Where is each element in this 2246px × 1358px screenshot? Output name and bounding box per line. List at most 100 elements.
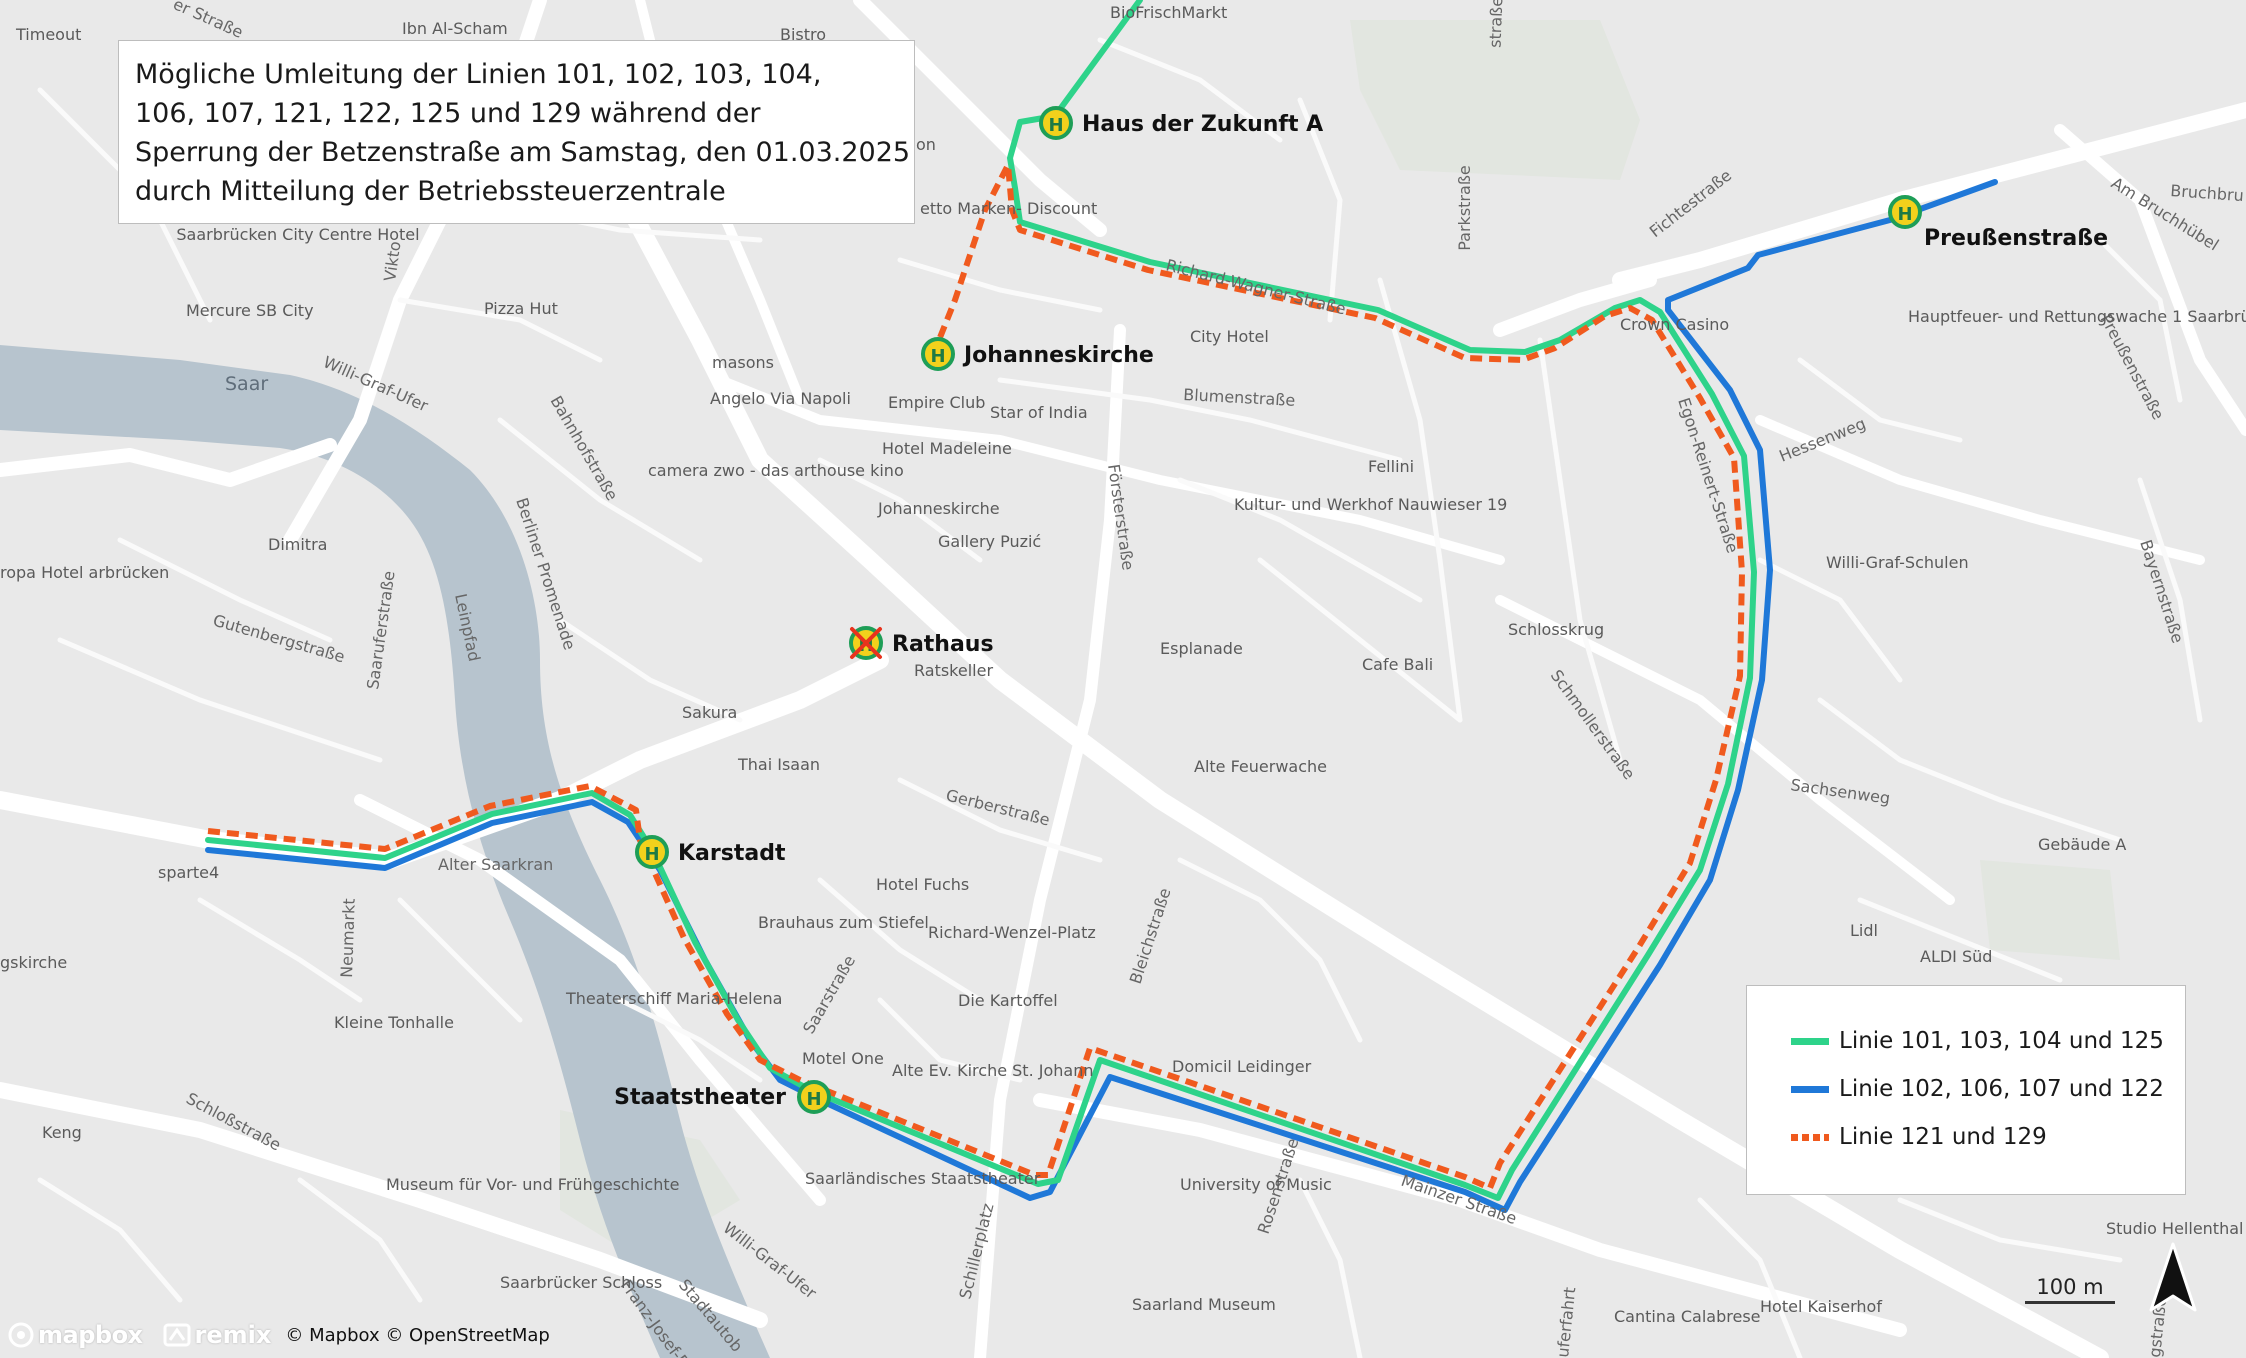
stop-staatstheater[interactable]: H Staatstheater — [614, 1080, 831, 1114]
poi-label: masons — [712, 353, 774, 372]
stop-label-karstadt: Karstadt — [678, 841, 786, 866]
legend-label-green: Linie 101, 103, 104 und 125 — [1839, 1028, 2164, 1054]
poi-label: Saarländisches Staatstheater — [805, 1169, 1041, 1188]
poi-label: Dimitra — [268, 535, 327, 554]
poi-label: Richard-Wenzel-Platz — [928, 923, 1096, 942]
remix-logo-icon[interactable] — [163, 1322, 191, 1348]
stop-preussenstrasse[interactable]: H Preußenstraße — [1888, 195, 2108, 251]
poi-label: University of Music — [1180, 1175, 1332, 1194]
title-line-2: 106, 107, 121, 122, 125 und 129 während … — [135, 98, 761, 129]
street-label-parkstrasse: Parkstraße — [1455, 165, 1474, 251]
stop-label-johanneskirche: Johanneskirche — [962, 343, 1154, 368]
poi-label: Esplanade — [1160, 639, 1243, 658]
poi-label: Alte Ev. Kirche St. Johann — [892, 1061, 1093, 1080]
poi-label: Keng — [42, 1123, 82, 1142]
poi-label: Sakura — [682, 703, 737, 722]
poi-label: Die Kartoffel — [958, 991, 1058, 1010]
poi-label: sparte4 — [158, 863, 219, 882]
poi-label: Cantina Calabrese — [1614, 1307, 1761, 1326]
poi-label: City Hotel — [1190, 327, 1269, 346]
stop-symbol: H — [930, 346, 945, 367]
stop-rathaus[interactable]: H Rathaus — [849, 626, 994, 660]
legend-swatch-blue — [1791, 1085, 1829, 1093]
poi-label: Hotel Kaiserhof — [1760, 1297, 1882, 1316]
poi-label: Studio Hellenthal — [2106, 1219, 2243, 1238]
attribution-bar: mapbox remix © Mapbox © OpenStreetMap — [8, 1318, 550, 1352]
poi-label: Saarland Museum — [1132, 1295, 1276, 1314]
legend-item-blue: Linie 102, 106, 107 und 122 — [1791, 1076, 2164, 1102]
stop-haus-der-zukunft[interactable]: H Haus der Zukunft A — [1039, 106, 1323, 140]
closed-stop-cross-icon — [850, 627, 882, 659]
poi-label: Domicil Leidinger — [1172, 1057, 1312, 1076]
poi-label: Hotel Madeleine — [882, 439, 1012, 458]
stop-symbol: H — [806, 1089, 821, 1110]
remix-wordmark[interactable]: remix — [194, 1321, 272, 1349]
route-orange — [207, 162, 1745, 1191]
stop-symbol: H — [1048, 115, 1063, 136]
poi-label: on — [916, 135, 936, 154]
scale-bar: 100 m — [2025, 1275, 2115, 1304]
poi-label: Pizza Hut — [484, 299, 558, 318]
saar-label: Saar — [225, 373, 268, 395]
poi-label: Johanneskirche — [877, 499, 1000, 518]
legend-item-green: Linie 101, 103, 104 und 125 — [1791, 1028, 2164, 1054]
legend-swatch-green — [1791, 1037, 1829, 1045]
stop-symbol: H — [644, 844, 659, 865]
poi-label: Star of India — [990, 403, 1088, 422]
stop-karstadt[interactable]: H Karstadt — [635, 835, 786, 869]
poi-label: ALDI Süd — [1920, 947, 1992, 966]
poi-label: Kleine Tonhalle — [334, 1013, 454, 1032]
scale-line — [2025, 1301, 2115, 1304]
poi-label: Mercure SB City — [186, 301, 314, 320]
poi-label: Gebäude A — [2038, 835, 2126, 854]
street-label-neumarkt: Neumarkt — [337, 898, 359, 978]
poi-label: Timeout — [15, 25, 81, 44]
minor-streets — [37, 37, 2203, 1358]
poi-label: BioFrischMarkt — [1110, 3, 1227, 22]
poi-label: Gallery Puzić — [938, 532, 1041, 551]
poi-label: Motel One — [802, 1049, 884, 1068]
poi-label: camera zwo - das arthouse kino — [648, 461, 904, 480]
poi-label: Willi-Graf-Schulen — [1826, 553, 1969, 572]
poi-label: Crown Casino — [1620, 315, 1729, 334]
mapbox-logo-icon[interactable] — [8, 1322, 34, 1348]
poi-label: Museum für Vor- und Frühgeschichte — [386, 1175, 679, 1194]
poi-label: Ibn Al-Scham — [402, 19, 508, 38]
stop-label-staatstheater: Staatstheater — [614, 1085, 786, 1110]
poi-label: etto Marken- Discount — [920, 199, 1097, 218]
legend-swatch-orange — [1791, 1133, 1829, 1141]
poi-label: Lidl — [1850, 921, 1878, 940]
poi-label: Schlosskrug — [1508, 620, 1604, 639]
saar-river — [0, 345, 770, 1358]
mapbox-wordmark[interactable]: mapbox — [38, 1321, 143, 1349]
north-arrow-icon — [2149, 1242, 2197, 1312]
street-label-strasse-top2: straße — [1486, 0, 1507, 48]
poi-label: Alte Feuerwache — [1194, 757, 1327, 776]
poi-label: Angelo Via Napoli — [710, 389, 851, 408]
scale-label: 100 m — [2036, 1275, 2104, 1299]
stop-symbol: H — [1897, 204, 1912, 225]
route-green — [205, 0, 1757, 1201]
stop-johanneskirche[interactable]: H Johanneskirche — [921, 337, 1154, 371]
stop-label-haus-der-zukunft: Haus der Zukunft A — [1082, 112, 1323, 137]
poi-label: Bistro — [780, 25, 826, 44]
poi-label: Kultur- und Werkhof Nauwieser 19 — [1234, 495, 1507, 514]
poi-label: Theaterschiff Maria-Helena — [565, 989, 782, 1008]
poi-label: gskirche — [0, 953, 67, 972]
street-label-alter-saarkran: Alter Saarkran — [438, 855, 553, 874]
legend-item-orange: Linie 121 und 129 — [1791, 1124, 2047, 1150]
poi-label: Hotel Fuchs — [876, 875, 969, 894]
legend-label-orange: Linie 121 und 129 — [1839, 1124, 2047, 1150]
poi-labels: Timeout Ibn Al-Scham Bistro BioFrischMar… — [0, 3, 2246, 1326]
copyright-text[interactable]: © Mapbox © OpenStreetMap — [285, 1324, 550, 1346]
map-title-box: Mögliche Umleitung der Linien 101, 102, … — [118, 40, 915, 224]
poi-label: Fellini — [1368, 457, 1414, 476]
poi-label: ropa Hotel arbrücken — [0, 563, 169, 582]
title-line-3: Sperrung der Betzenstraße am Samstag, de… — [135, 137, 911, 168]
poi-label: Ratskeller — [914, 661, 993, 680]
poi-label: Saarbrücken City Centre Hotel — [176, 225, 419, 244]
title-line-4: durch Mitteilung der Betriebssteuerzentr… — [135, 176, 726, 207]
legend-label-blue: Linie 102, 106, 107 und 122 — [1839, 1076, 2164, 1102]
poi-label: Cafe Bali — [1362, 655, 1433, 674]
title-line-1: Mögliche Umleitung der Linien 101, 102, … — [135, 59, 822, 90]
